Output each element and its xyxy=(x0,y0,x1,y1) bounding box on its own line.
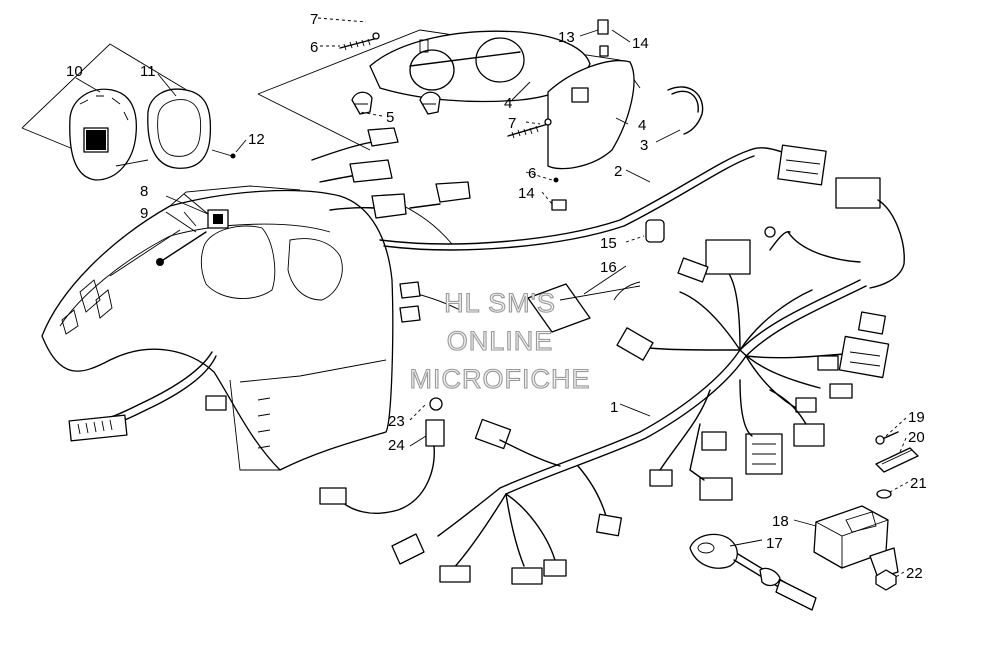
callout-17: 17 xyxy=(766,535,783,552)
clip-14-upper xyxy=(599,45,609,57)
callout-4b: 4 xyxy=(638,117,646,134)
nut-22 xyxy=(875,569,897,591)
harness-2 xyxy=(311,127,905,323)
callout-8: 8 xyxy=(140,183,148,200)
watermark-line-1: HL SM'S xyxy=(444,288,556,318)
decal-16 xyxy=(527,283,591,333)
clip-14-lower xyxy=(551,199,567,211)
clip-13 xyxy=(597,19,609,35)
sensor-24 xyxy=(425,419,445,447)
grommet-15 xyxy=(645,219,665,243)
callout-labels: 1 2 3 4 4 5 6 6 7 7 8 9 10 11 12 13 14 1… xyxy=(66,11,927,582)
callout-11: 11 xyxy=(140,63,156,80)
callout-7b: 7 xyxy=(508,115,516,132)
headlight-bulb-right xyxy=(475,37,525,83)
washer-21 xyxy=(876,489,892,499)
callout-13: 13 xyxy=(558,29,575,46)
control-module xyxy=(813,505,899,579)
callout-20: 20 xyxy=(908,429,925,446)
callout-10: 10 xyxy=(66,63,83,80)
harness-2-connector xyxy=(777,144,827,186)
horn-sensor-assembly xyxy=(319,397,445,514)
screw-12 xyxy=(230,153,236,159)
callout-4a: 4 xyxy=(504,95,512,112)
left-connector-pigtail xyxy=(68,351,227,442)
callout-3: 3 xyxy=(640,137,648,154)
switch-23 xyxy=(429,397,443,411)
gauge-bezel xyxy=(147,88,212,169)
fasteners xyxy=(875,431,919,591)
callout-6b: 6 xyxy=(528,165,536,182)
harness-2-socket xyxy=(835,177,881,209)
callout-19: 19 xyxy=(908,409,925,426)
screw-9 xyxy=(156,258,164,266)
callout-14a: 14 xyxy=(632,35,649,52)
callout-7a: 7 xyxy=(310,11,318,28)
callout-5: 5 xyxy=(386,109,394,126)
callout-23: 23 xyxy=(388,413,405,430)
small-connector xyxy=(205,395,227,411)
callout-9: 9 xyxy=(140,205,148,222)
watermark-line-2: ONLINE xyxy=(447,326,554,356)
bulb-socket-right xyxy=(419,91,441,115)
callout-15: 15 xyxy=(600,235,617,252)
callout-6a: 6 xyxy=(310,39,318,56)
callout-14b: 14 xyxy=(518,185,535,202)
headlight-assembly xyxy=(257,19,641,211)
watermark: HL SM'S ONLINE MICROFICHE xyxy=(409,287,591,394)
harness-1-main-connector xyxy=(705,239,751,275)
callout-1: 1 xyxy=(610,399,618,416)
leader-lines xyxy=(75,17,909,579)
cable-tie-3 xyxy=(667,86,704,135)
headlight-bulb-left xyxy=(409,49,455,91)
screw-19 xyxy=(875,435,885,445)
headlight-cover xyxy=(547,60,635,170)
callout-16: 16 xyxy=(600,259,617,276)
callout-18: 18 xyxy=(772,513,789,530)
watermark-line-3: MICROFICHE xyxy=(410,364,591,394)
callout-24: 24 xyxy=(388,437,405,454)
harness-1 xyxy=(391,226,890,585)
bracket-20 xyxy=(875,447,919,473)
callout-22: 22 xyxy=(906,565,923,582)
callout-21: 21 xyxy=(910,475,927,492)
bulb-socket-left xyxy=(351,91,373,115)
ignition-key xyxy=(689,533,817,611)
callout-2: 2 xyxy=(614,163,622,180)
multi-pin-connector xyxy=(68,414,128,442)
instrument-cluster-group xyxy=(21,43,236,181)
callout-12: 12 xyxy=(248,131,265,148)
